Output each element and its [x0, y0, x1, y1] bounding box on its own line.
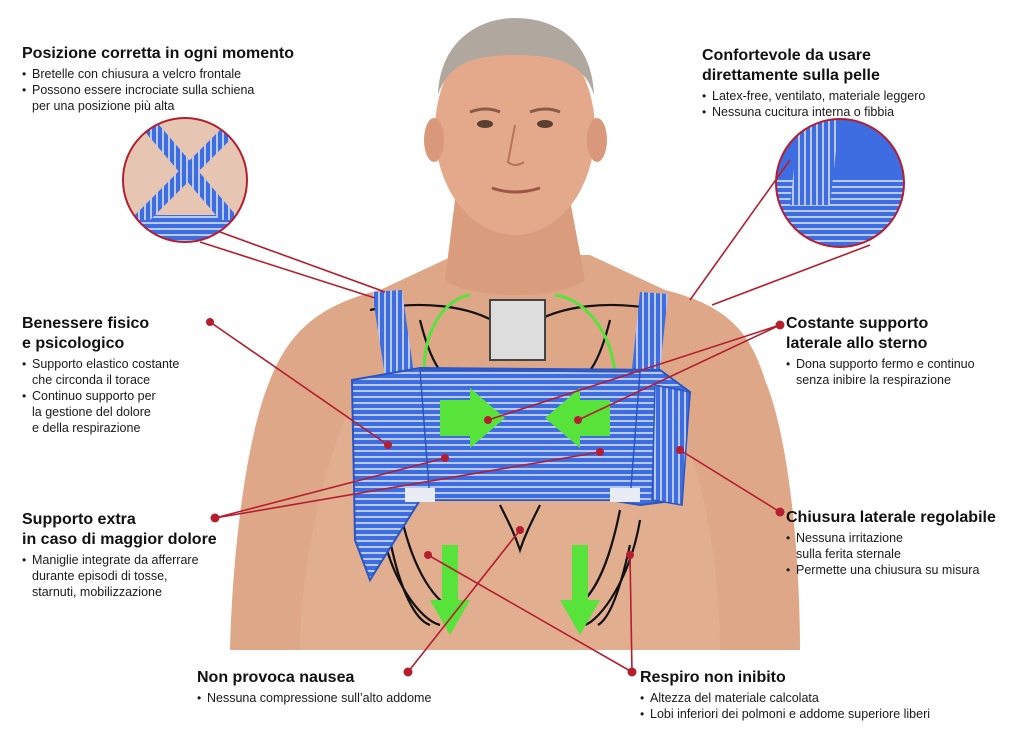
callout-bullet: Nessuna cucitura interna o fibbia: [702, 104, 1002, 120]
callout-title-line1: Confortevole da usare: [702, 47, 871, 64]
callout-title: Respiro non inibito: [640, 669, 786, 686]
callout-chiusura-laterale: Chiusura laterale regolabile Nessuna irr…: [786, 508, 1018, 578]
callout-bullet: Possono essere incrociate sulla schiena …: [22, 82, 352, 114]
detail-circle-material: [775, 118, 905, 248]
callout-bullet: Permette una chiusura su misura: [786, 562, 1018, 578]
callout-bullets: Nessuna compressione sull’alto addome: [197, 690, 487, 706]
callout-bullet: Maniglie integrate da afferrare durante …: [22, 552, 262, 600]
callout-bullet: Supporto elastico costante che circonda …: [22, 356, 222, 388]
callout-bullet: Altezza del materiale calcolata: [640, 690, 1010, 706]
callout-title-line2: laterale allo sterno: [786, 335, 928, 352]
callout-bullets: Altezza del materiale calcolata Lobi inf…: [640, 690, 1010, 722]
callout-supporto-extra: Supporto extra in caso di maggior dolore…: [22, 510, 262, 600]
callout-title: Posizione corretta in ogni momento: [22, 45, 295, 62]
callout-bullets: Latex-free, ventilato, materiale leggero…: [702, 88, 1002, 120]
leader-lines: [199, 159, 871, 673]
callout-title: Chiusura laterale regolabile: [786, 509, 996, 526]
callout-bullet: Dona supporto fermo e continuo senza ini…: [786, 356, 1011, 388]
callout-title-line1: Costante supporto: [786, 315, 929, 332]
callout-title-line2: direttamente sulla pelle: [702, 67, 880, 84]
callout-non-provoca-nausea: Non provoca nausea Nessuna compressione …: [197, 668, 487, 706]
callout-confortevole: Confortevole da usare direttamente sulla…: [702, 46, 1002, 120]
callout-title: Non provoca nausea: [197, 669, 355, 686]
callout-bullet: Lobi inferiori dei polmoni e addome supe…: [640, 706, 1010, 722]
callout-bullet: Latex-free, ventilato, materiale leggero: [702, 88, 1002, 104]
callout-benessere: Benessere fisico e psicologico Supporto …: [22, 314, 222, 436]
leader-dots: [206, 318, 785, 677]
sternum: [489, 299, 546, 361]
callout-bullets: Bretelle con chiusura a velcro frontale …: [22, 66, 352, 114]
callout-bullets: Nessuna irritazione sulla ferita sternal…: [786, 530, 1018, 578]
callout-posizione-corretta: Posizione corretta in ogni momento Brete…: [22, 44, 352, 114]
callout-bullet: Nessuna irritazione sulla ferita sternal…: [786, 530, 1018, 562]
callout-bullet: Continuo supporto per la gestione del do…: [22, 388, 222, 436]
callout-supporto-sterno: Costante supporto laterale allo sterno D…: [786, 314, 1011, 388]
side-closure: [651, 384, 691, 506]
callout-bullet: Bretelle con chiusura a velcro frontale: [22, 66, 352, 82]
callout-bullets: Maniglie integrate da afferrare durante …: [22, 552, 262, 600]
callout-title-line2: in caso di maggior dolore: [22, 531, 217, 548]
detail-circle-back-straps: [122, 117, 248, 243]
callout-bullet: Nessuna compressione sull’alto addome: [197, 690, 487, 706]
callout-bullets: Dona supporto fermo e continuo senza ini…: [786, 356, 1011, 388]
callout-title-line1: Benessere fisico: [22, 315, 150, 332]
callout-bullets: Supporto elastico costante che circonda …: [22, 356, 222, 436]
callout-respiro-non-inibito: Respiro non inibito Altezza del material…: [640, 668, 1010, 722]
callout-title-line2: e psicologico: [22, 335, 125, 352]
callout-title-line1: Supporto extra: [22, 511, 136, 528]
